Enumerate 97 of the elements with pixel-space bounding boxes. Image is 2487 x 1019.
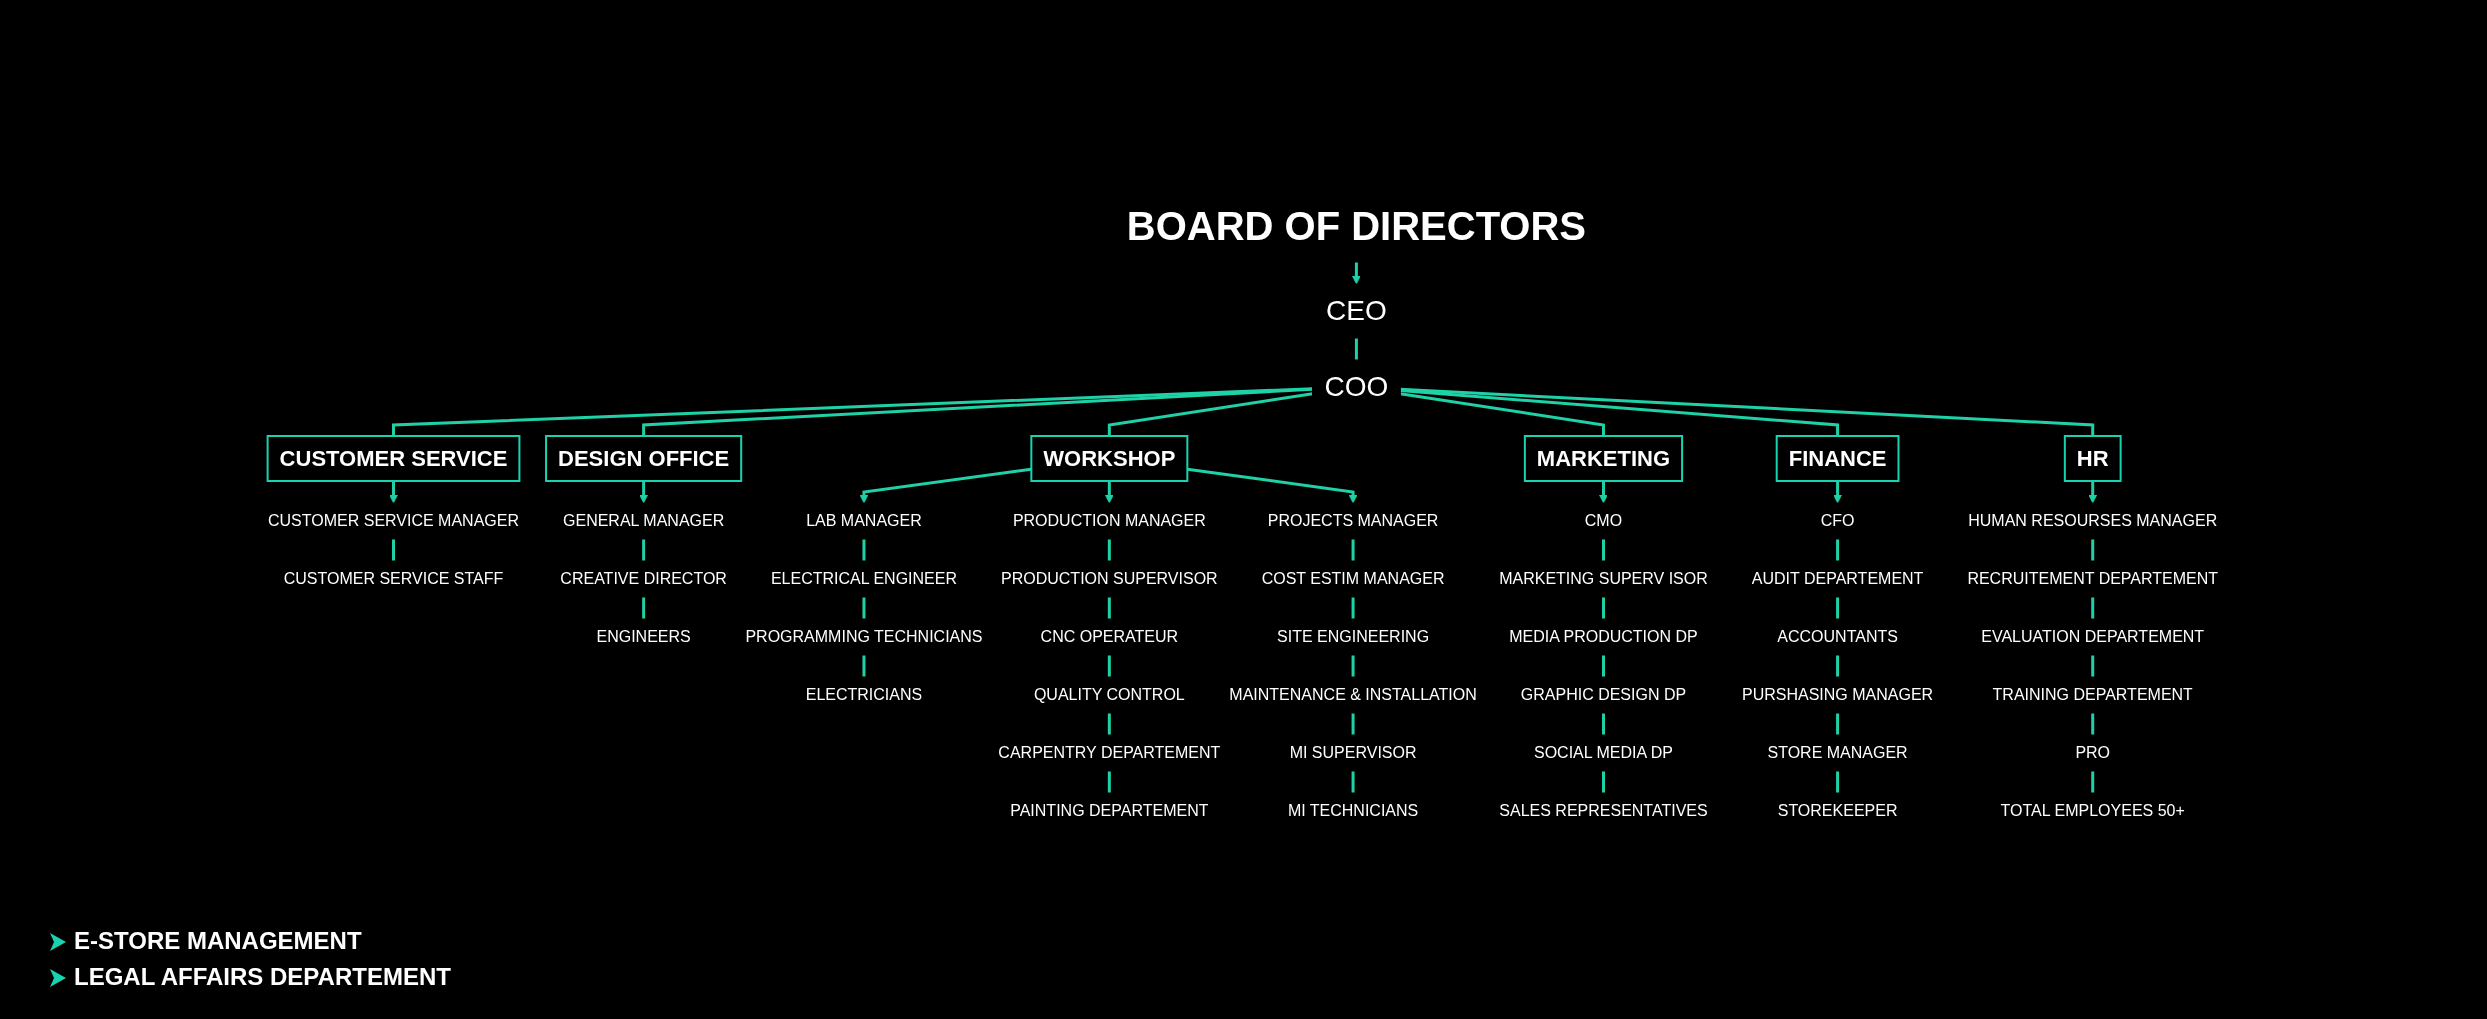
connector [1836, 597, 1840, 619]
connector [2091, 597, 2095, 619]
arrow [1599, 481, 1609, 504]
node-text: RECRUITEMENT DEPARTEMENT [1967, 570, 2219, 587]
node-text: QUALITY CONTROL [1034, 686, 1186, 703]
connector [1352, 655, 1356, 677]
arrow [860, 467, 1032, 504]
connector [862, 539, 866, 561]
node-text: STORE MANAGER [1767, 744, 1909, 761]
node-text: ELECTRICIANS [806, 686, 923, 703]
connector [1400, 387, 2095, 436]
connector [1400, 392, 1606, 436]
connector [1602, 713, 1606, 735]
connector [1352, 771, 1356, 793]
node-text: CUSTOMER SERVICE MANAGER [268, 512, 520, 529]
connector [1836, 713, 1840, 735]
node-text: CFO [1821, 512, 1855, 529]
connector [1602, 771, 1606, 793]
connector [392, 539, 396, 561]
node-box: FINANCE [1776, 435, 1900, 482]
node-text: PRODUCTION SUPERVISOR [1001, 570, 1219, 587]
connector [1108, 655, 1112, 677]
arrow [1105, 481, 1115, 504]
note-label: E-STORE MANAGEMENT [74, 927, 362, 954]
node-text: MEDIA PRODUCTION DP [1509, 628, 1699, 645]
node-text: BOARD OF DIRECTORS [1127, 204, 1587, 248]
node-text: LAB MANAGER [806, 512, 923, 529]
node-text: PRO [2075, 744, 2111, 761]
node-text: TRAINING DEPARTEMENT [1993, 686, 2194, 703]
node-text: PAINTING DEPARTEMENT [1010, 802, 1209, 819]
connector [642, 539, 646, 561]
node-text: TOTAL EMPLOYEES 50+ [2001, 802, 2186, 819]
node-text: GENERAL MANAGER [563, 512, 725, 529]
arrow [389, 481, 399, 504]
node-text: PROGRAMMING TECHNICIANS [745, 628, 983, 645]
connector [642, 387, 1314, 436]
connector [1602, 655, 1606, 677]
node-text: PRODUCTION MANAGER [1013, 512, 1207, 529]
arrow [1187, 467, 1358, 504]
connector [1108, 392, 1314, 436]
arrow [2088, 481, 2098, 504]
connector [1108, 713, 1112, 735]
connector [1352, 713, 1356, 735]
node-text: CARPENTRY DEPARTEMENT [998, 744, 1221, 761]
node-text: CMO [1585, 512, 1623, 529]
node-text: PURSHASING MANAGER [1742, 686, 1934, 703]
connector [1355, 338, 1359, 360]
node-box: WORKSHOP [1030, 435, 1189, 482]
node-text: GRAPHIC DESIGN DP [1521, 686, 1687, 703]
arrow [1833, 481, 1843, 504]
node-text: STOREKEEPER [1778, 802, 1898, 819]
connector [1602, 539, 1606, 561]
connector [1108, 539, 1112, 561]
node-text: SALES REPRESENTATIVES [1499, 802, 1709, 819]
node-box: HR [2064, 435, 2123, 482]
node-text: AUDIT DEPARTEMENT [1752, 570, 1924, 587]
node-text: MI SUPERVISOR [1290, 744, 1417, 761]
node-text: MAINTENANCE & INSTALLATION [1229, 686, 1478, 703]
connector [392, 387, 1314, 436]
node-text: CUSTOMER SERVICE STAFF [284, 570, 504, 587]
connector [1836, 539, 1840, 561]
node-text: COST ESTIM MANAGER [1262, 570, 1445, 587]
node-text: EVALUATION DEPARTEMENT [1981, 628, 2205, 645]
node-box: MARKETING [1524, 435, 1684, 482]
arrow [639, 481, 649, 504]
node-text: ACCOUNTANTS [1777, 628, 1899, 645]
node-text: MARKETING SUPERV ISOR [1499, 570, 1709, 587]
node-text: SOCIAL MEDIA DP [1534, 744, 1674, 761]
node-text: ENGINEERS [596, 628, 692, 645]
note-label: LEGAL AFFAIRS DEPARTEMENT [74, 963, 451, 990]
connector [1352, 539, 1356, 561]
connector [1836, 771, 1840, 793]
connector [2091, 771, 2095, 793]
connector [1602, 597, 1606, 619]
node-box: DESIGN OFFICE [545, 435, 743, 482]
node-text: ELECTRICAL ENGINEER [771, 570, 958, 587]
connector [862, 655, 866, 677]
connector [1108, 771, 1112, 793]
connector [862, 597, 866, 619]
node-text: CNC OPERATEUR [1041, 628, 1179, 645]
connector [2091, 713, 2095, 735]
node-text: PROJECTS MANAGER [1268, 512, 1439, 529]
connector [1352, 597, 1356, 619]
node-text: CREATIVE DIRECTOR [560, 570, 728, 587]
node-text: CEO [1326, 295, 1388, 326]
node-box: CUSTOMER SERVICE [267, 435, 521, 482]
node-text: COO [1324, 371, 1389, 402]
connector [1836, 655, 1840, 677]
connector [2091, 655, 2095, 677]
connector [642, 597, 646, 619]
arrow [1352, 262, 1362, 285]
node-text: MI TECHNICIANS [1288, 802, 1419, 819]
connector [1108, 597, 1112, 619]
connector [1400, 388, 1840, 436]
node-text: HUMAN RESOURSES MANAGER [1968, 512, 2218, 529]
node-text: SITE ENGINEERING [1277, 628, 1430, 645]
connector [2091, 539, 2095, 561]
